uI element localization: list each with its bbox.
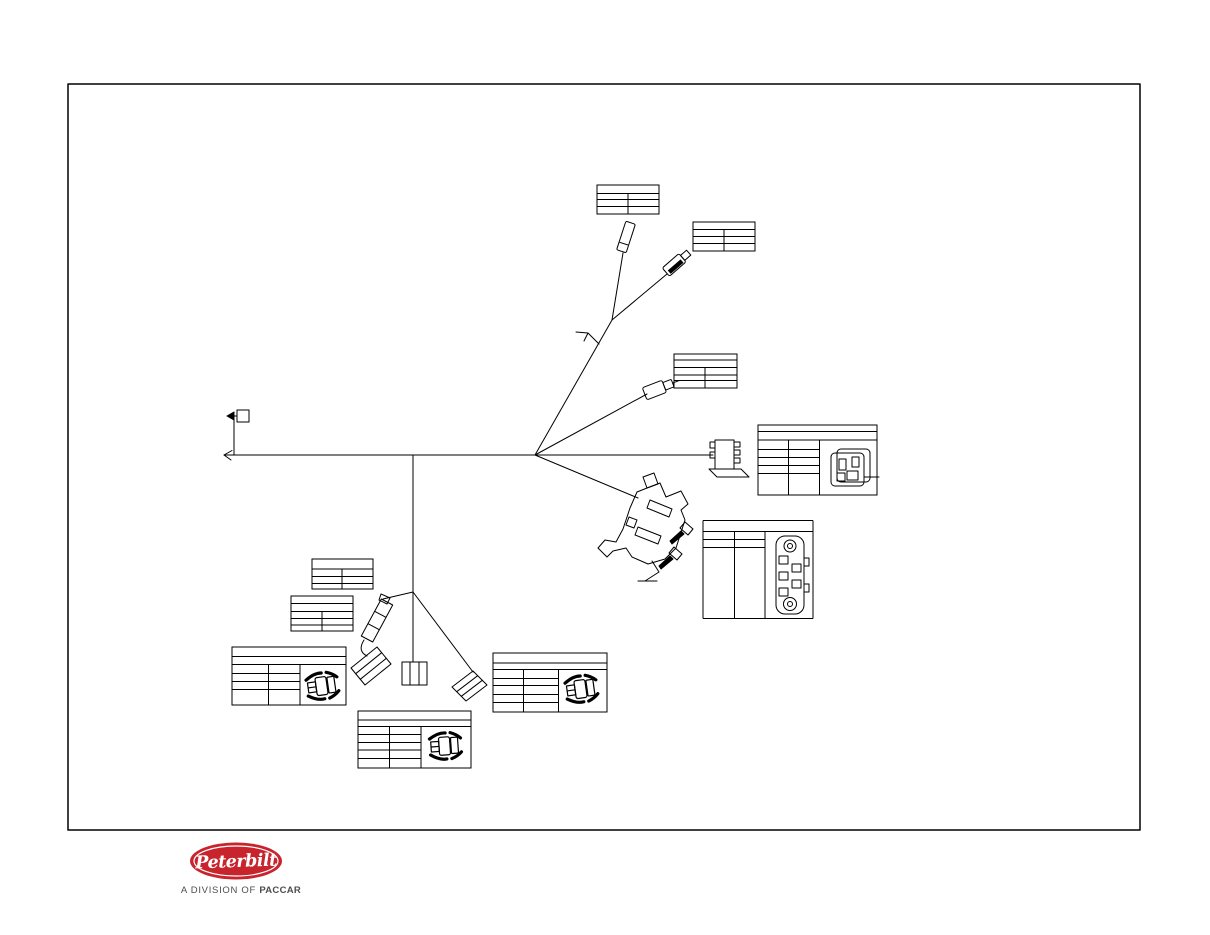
parts-callout-tables bbox=[231, 184, 878, 769]
callout-table bbox=[231, 646, 347, 706]
logo-oval bbox=[190, 842, 282, 880]
relay-housing-icon bbox=[597, 472, 689, 582]
callout-table bbox=[290, 595, 354, 632]
bulkhead-connector-face-icon bbox=[830, 448, 880, 487]
three-way-connector-icon bbox=[451, 670, 488, 702]
ring-terminal-icon bbox=[226, 409, 250, 423]
screw-icon bbox=[658, 546, 683, 570]
callout-table bbox=[757, 424, 878, 496]
callout-table bbox=[673, 353, 738, 389]
three-way-connector-icon bbox=[350, 646, 392, 686]
comb-connector-icon bbox=[708, 439, 750, 478]
bullet-connector-icon bbox=[642, 379, 680, 400]
plug-face-icon bbox=[562, 672, 601, 706]
blade-terminal-icon bbox=[616, 221, 636, 253]
page-frame bbox=[67, 83, 1141, 831]
cylinder-connector-icon bbox=[662, 249, 692, 276]
trunk-end-arrow-icon bbox=[223, 450, 233, 461]
plug-face-icon bbox=[427, 730, 464, 762]
callout-table bbox=[596, 184, 660, 215]
logo-brand-text: Peterbilt bbox=[194, 851, 277, 874]
callout-table bbox=[357, 710, 472, 769]
callout-table bbox=[492, 652, 608, 713]
callout-table bbox=[692, 221, 756, 252]
multi-pin-connector-icon bbox=[775, 535, 810, 615]
clip-stub-icon bbox=[575, 331, 600, 345]
division-company: PACCAR bbox=[259, 885, 301, 896]
callout-table bbox=[702, 520, 814, 619]
callout-table bbox=[311, 558, 374, 590]
logo-division-text: A DIVISION OF PACCAR bbox=[181, 885, 301, 896]
plug-face-icon bbox=[303, 669, 342, 703]
housing-hook-line bbox=[637, 560, 660, 582]
three-way-connector-icon bbox=[401, 661, 428, 686]
inline-fuse-connector-icon bbox=[360, 593, 394, 643]
peterbilt-logo: Peterbilt A DIVISION OF PACCAR bbox=[181, 842, 301, 896]
screw-icon bbox=[669, 521, 694, 545]
harness-trunk-lines bbox=[223, 252, 714, 673]
division-prefix: A DIVISION OF bbox=[181, 885, 259, 896]
